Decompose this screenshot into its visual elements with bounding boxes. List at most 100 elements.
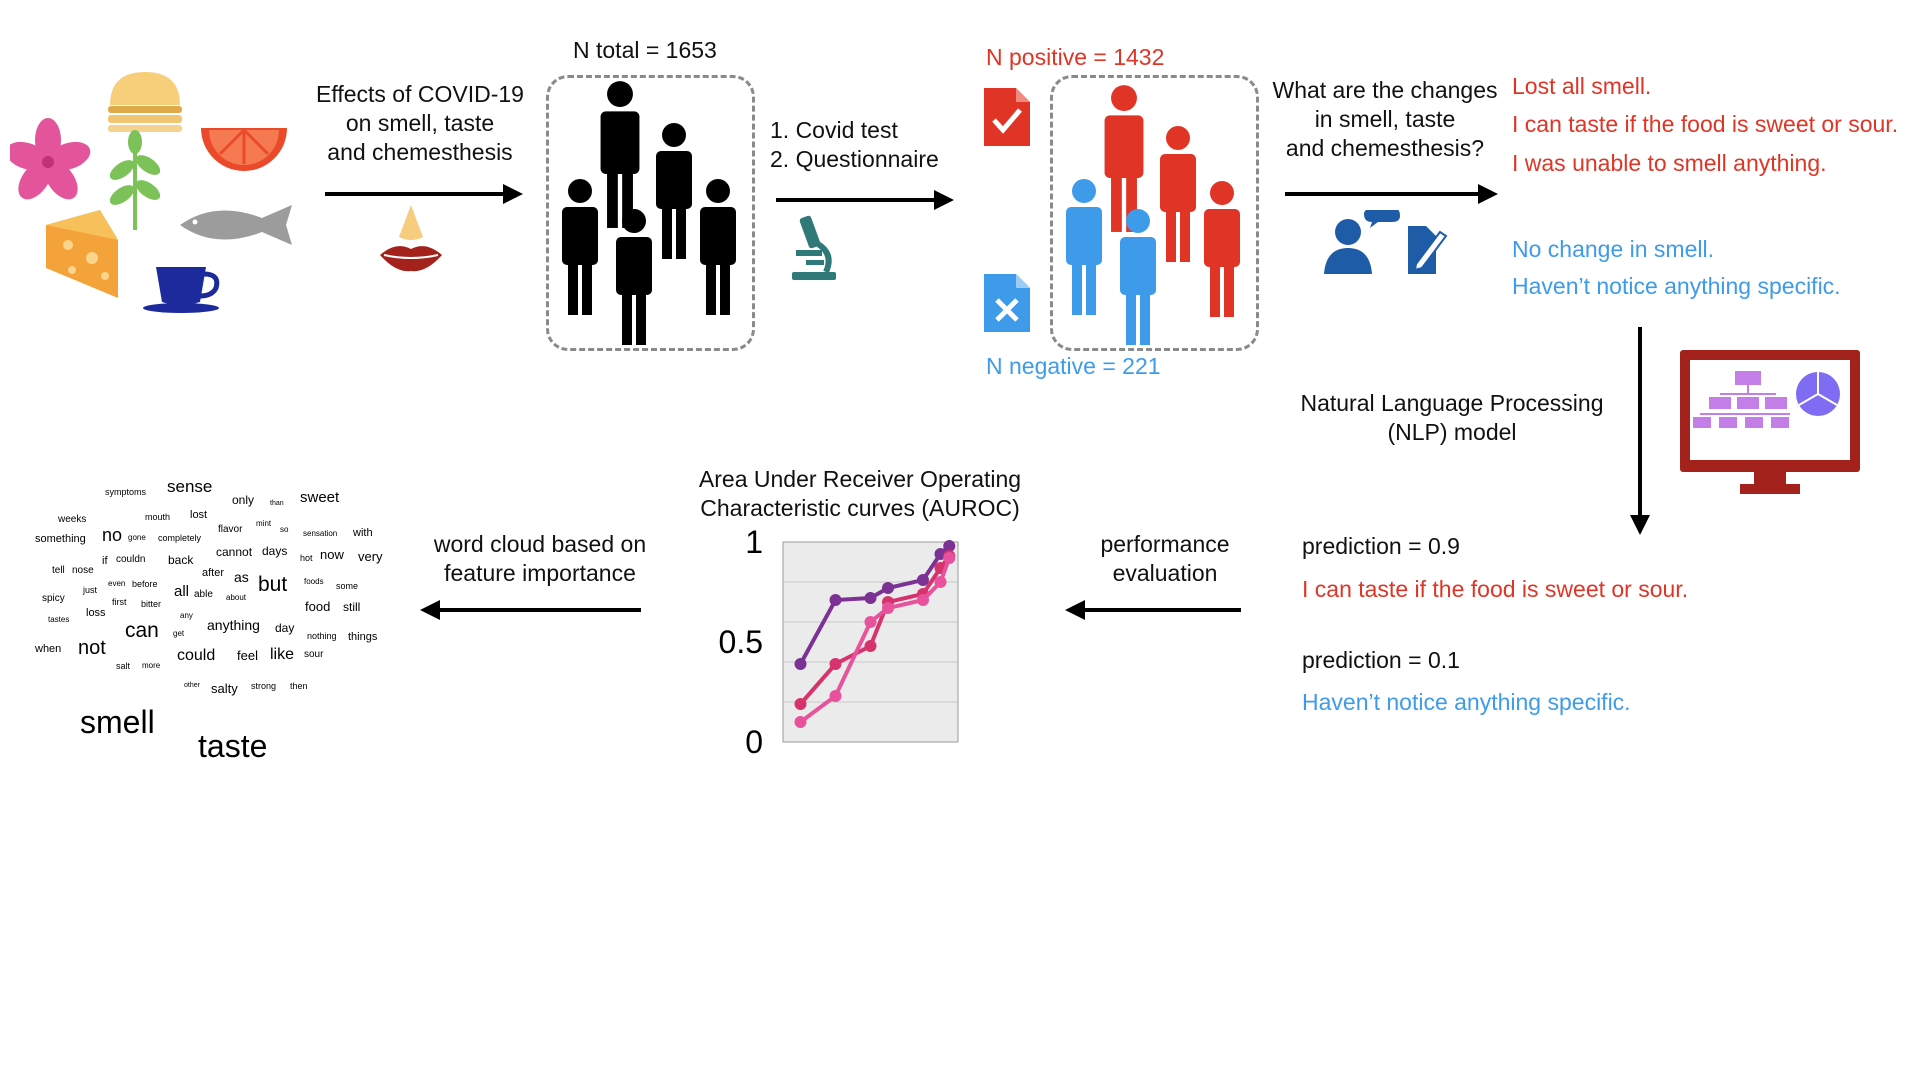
word-cloud-word: before	[132, 579, 158, 589]
word-cloud-word: feel	[237, 648, 258, 663]
word-cloud-word: some	[336, 581, 359, 591]
hibiscus-flower-icon	[10, 118, 91, 200]
herb-icon	[109, 130, 161, 230]
word-cloud-word: hot	[300, 553, 313, 563]
word-cloud-word: mint	[256, 519, 272, 528]
word-cloud-word: not	[78, 637, 106, 659]
word-cloud-word: smell	[80, 704, 155, 740]
word-cloud-word: gone	[128, 533, 146, 542]
word-cloud-word: sense	[167, 477, 213, 496]
word-cloud-word: nothing	[307, 631, 337, 641]
roc-point	[943, 552, 956, 564]
roc-point	[864, 640, 877, 652]
word-cloud-word: but	[258, 573, 288, 596]
word-cloud-word: after	[202, 567, 225, 579]
positive-response: I was unable to smell anything.	[1512, 150, 1827, 176]
roc-point	[829, 690, 842, 702]
perf-line: evaluation	[1112, 560, 1218, 586]
roc-point	[829, 594, 842, 606]
word-cloud-word: loss	[86, 607, 106, 619]
word-cloud-word: if	[102, 555, 108, 567]
word-cloud-word: sensation	[303, 529, 338, 538]
step1-line: and chemesthesis	[327, 139, 513, 165]
coffee-cup-icon	[143, 267, 220, 313]
nlp-line: (NLP) model	[1387, 419, 1517, 445]
step3-line: What are the changes	[1272, 77, 1498, 103]
word-cloud-word: completely	[158, 533, 202, 543]
auroc-title-line: Characteristic curves (AUROC)	[700, 495, 1020, 521]
word-cloud-word: anything	[207, 617, 260, 633]
auroc-title-line: Area Under Receiver Operating	[698, 466, 1022, 492]
word-cloud-word: just	[83, 585, 98, 595]
word-cloud-word: as	[234, 569, 249, 585]
word-cloud-word: any	[180, 611, 193, 620]
word-cloud-word: foods	[304, 577, 324, 586]
wordcloud-caption: word cloud based on feature importance	[410, 530, 670, 588]
positive-response: Lost all smell.	[1512, 73, 1652, 99]
fish-icon	[180, 205, 292, 245]
step3-line: and chemesthesis?	[1285, 135, 1485, 161]
word-cloud-word: more	[142, 661, 161, 670]
arrow-left-icon	[420, 600, 641, 620]
word-cloud-word: very	[358, 549, 383, 564]
wordcloud-caption-line: feature importance	[444, 560, 636, 586]
groups-box	[1050, 75, 1259, 351]
word-cloud-word: no	[102, 525, 123, 545]
step2-line: 2. Questionnaire	[770, 146, 939, 172]
word-cloud-word: lost	[190, 509, 208, 521]
word-cloud-word: spicy	[42, 593, 65, 604]
perf-line: performance	[1100, 531, 1230, 557]
roc-point	[864, 592, 877, 604]
roc-point	[864, 616, 877, 628]
word-cloud-word: like	[270, 646, 295, 663]
roc-point	[829, 658, 842, 670]
word-cloud-word: all	[174, 583, 190, 600]
y-tick-label: 1	[745, 524, 763, 560]
word-cloud-word: sweet	[300, 489, 340, 506]
prediction-score: prediction = 0.1	[1302, 647, 1460, 673]
people-group-icon	[562, 81, 736, 345]
positive-test-document-icon	[984, 88, 1030, 146]
positive-count-label: N positive = 1432	[986, 44, 1165, 70]
arrow-left-icon	[1065, 600, 1241, 620]
word-cloud-word: back	[168, 553, 194, 567]
word-cloud-word: tastes	[48, 615, 70, 624]
lips-tongue-icon	[380, 205, 442, 272]
positive-response: I can taste if the food is sweet or sour…	[1512, 111, 1899, 137]
nlp-caption: Natural Language Processing (NLP) model	[1282, 389, 1622, 447]
roc-point	[882, 602, 894, 614]
word-cloud-word: salt	[116, 661, 131, 671]
positive-negative-people-icon	[1066, 85, 1240, 345]
negative-count-label: N negative = 221	[986, 353, 1161, 379]
roc-point	[934, 576, 947, 588]
word-cloud-word: with	[353, 527, 373, 539]
perf-caption: performance evaluation	[1080, 530, 1250, 588]
food-illustrations	[10, 72, 292, 313]
y-tick-label: 0.5	[719, 624, 763, 660]
word-cloud-word: tell	[52, 565, 65, 576]
auroc-title: Area Under Receiver Operating Characteri…	[680, 465, 1040, 523]
word-cloud-word: things	[348, 631, 378, 643]
roc-point	[794, 698, 807, 710]
word-cloud-word: get	[173, 629, 185, 638]
word-cloud-word: when	[35, 643, 62, 655]
burger-icon	[108, 72, 182, 132]
word-cloud-word: day	[275, 621, 295, 635]
word-cloud-word: than	[270, 500, 284, 507]
step2-caption: 1. Covid test 2. Questionnaire	[770, 116, 939, 174]
step3-line: in smell, taste	[1314, 106, 1456, 132]
word-cloud-word: so	[280, 525, 289, 534]
word-cloud-word: bitter	[141, 599, 162, 609]
arrow-right-icon	[1285, 184, 1498, 204]
negative-test-document-icon	[984, 274, 1030, 332]
word-cloud-word: even	[108, 579, 126, 588]
word-cloud-word: weeks	[58, 514, 87, 525]
word-cloud-word: sour	[304, 649, 324, 660]
cheese-icon	[46, 210, 118, 298]
word-cloud-word: still	[343, 600, 361, 614]
word-cloud-word: first	[112, 597, 127, 607]
microscope-icon	[792, 215, 836, 280]
prediction-text: I can taste if the food is sweet or sour…	[1302, 576, 1689, 602]
word-cloud-word: can	[125, 619, 159, 642]
